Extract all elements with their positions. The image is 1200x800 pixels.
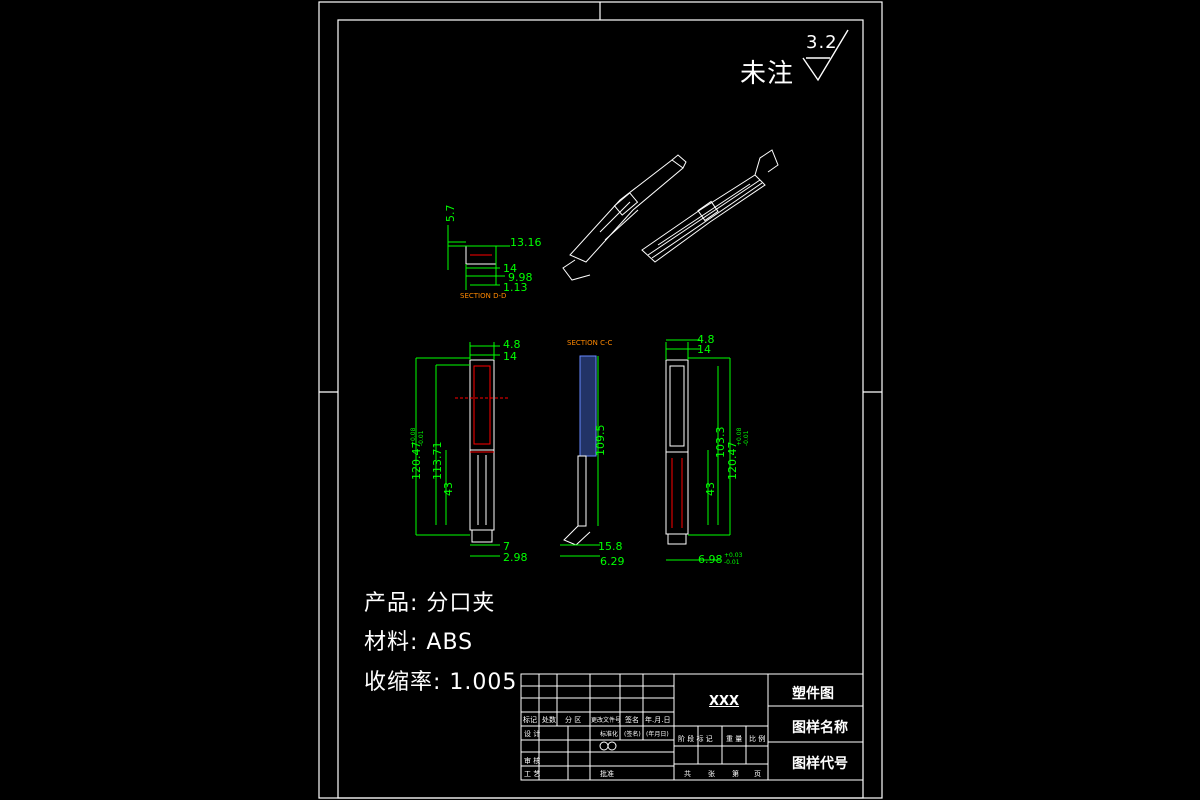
tb-mid-1: (签名) (624, 731, 641, 738)
front-view-right (665, 339, 731, 561)
sheet-border (318, 1, 883, 799)
tb-bottom-3: 页 (754, 770, 761, 778)
title-drawing-code: 图样代号 (792, 756, 848, 772)
isometric-view-right (641, 149, 779, 263)
tb-mid-2: (年月日) (646, 731, 669, 738)
dim-top-5-7: 5.7 (444, 204, 457, 223)
dim-right-6-98-tol-dn: -0.01 (724, 559, 740, 566)
section-top-view (447, 225, 510, 290)
tb-hdr-3: 更改文件号 (591, 717, 622, 724)
note-product: 产品: 分口夹 (364, 591, 496, 616)
dim-mid-15-8: 15.8 (598, 540, 623, 553)
section-label-top: SECTION D-D (460, 292, 507, 300)
tb-hdr-1: 处数 (542, 716, 556, 724)
dim-left-4-8: 4.8 (503, 338, 521, 351)
tb-stage-1: 重 量 (726, 735, 743, 743)
dim-mid-109-5: 109.5 (594, 424, 607, 457)
dim-top-13-16: 13.16 (510, 236, 542, 249)
isometric-view-left (562, 154, 687, 281)
dim-left-120-47-tol-dn: -0.01 (418, 430, 425, 446)
title-block (520, 673, 864, 781)
dim-left-43: 43 (442, 482, 455, 496)
tb-stage-0: 阶 段 标 记 (678, 735, 713, 743)
dim-top-14: 14 (503, 262, 517, 275)
roughness-mark: 未注 (740, 59, 795, 89)
front-view-left (415, 342, 510, 557)
dim-right-120-47: 120.47 (726, 441, 739, 481)
dim-left-7: 7 (503, 540, 510, 553)
dim-top-9-98: 9.98 (508, 271, 533, 284)
dim-left-120-47: 120.47 (410, 441, 423, 481)
dim-left-113-71: 113.71 (431, 441, 444, 481)
dim-right-14: 14 (697, 343, 711, 356)
dim-left-14: 14 (503, 350, 517, 363)
roughness-value: 3.2 (806, 32, 838, 53)
tb-hdr-5: 年.月.日 (645, 716, 671, 724)
tb-bottom-1: 张 (708, 770, 715, 778)
tb-left-1: 审 核 (524, 757, 541, 765)
dim-left-120-47-tol-up: +0.08 (410, 427, 417, 446)
title-drawing-name: 图样名称 (792, 720, 848, 736)
note-shrinkage: 收缩率: 1.005 (364, 670, 518, 695)
section-label-mid: SECTION C-C (567, 339, 613, 347)
dim-right-120-47-tol-dn: -0.01 (743, 430, 750, 446)
dim-right-43: 43 (704, 482, 717, 496)
section-mid-view (560, 355, 600, 557)
tb-stage-2: 比 例 (749, 735, 766, 743)
dim-right-120-47-tol-up: +0.08 (736, 427, 743, 446)
dim-mid-6-29: 6.29 (600, 555, 625, 568)
tb-bottom-0: 共 (684, 770, 691, 778)
note-material: 材料: ABS (364, 630, 474, 655)
title-type: 塑件图 (792, 686, 834, 702)
dim-right-4-8: 4.8 (697, 333, 715, 346)
tb-mid-0: 标准化 (600, 731, 619, 738)
dim-top-1-13: 1.13 (503, 281, 528, 294)
tb-bottom-2: 第 (732, 770, 739, 778)
tb-hdr-0: 标记 (523, 716, 537, 724)
tb-hdr-2: 分 区 (565, 716, 582, 724)
tb-left-0: 设 计 (524, 730, 541, 738)
tb-hdr-4: 签名 (625, 716, 639, 724)
tb-left-2: 工 艺 (524, 770, 541, 778)
dim-right-6-98-tol-up: +0.03 (724, 552, 743, 559)
title-company: XXX (709, 694, 740, 709)
roughness-symbol (802, 29, 849, 82)
dim-right-6-98: 6.98 (698, 553, 723, 566)
tb-mid-3: 批准 (600, 770, 614, 778)
dim-left-2-98: 2.98 (503, 551, 528, 564)
